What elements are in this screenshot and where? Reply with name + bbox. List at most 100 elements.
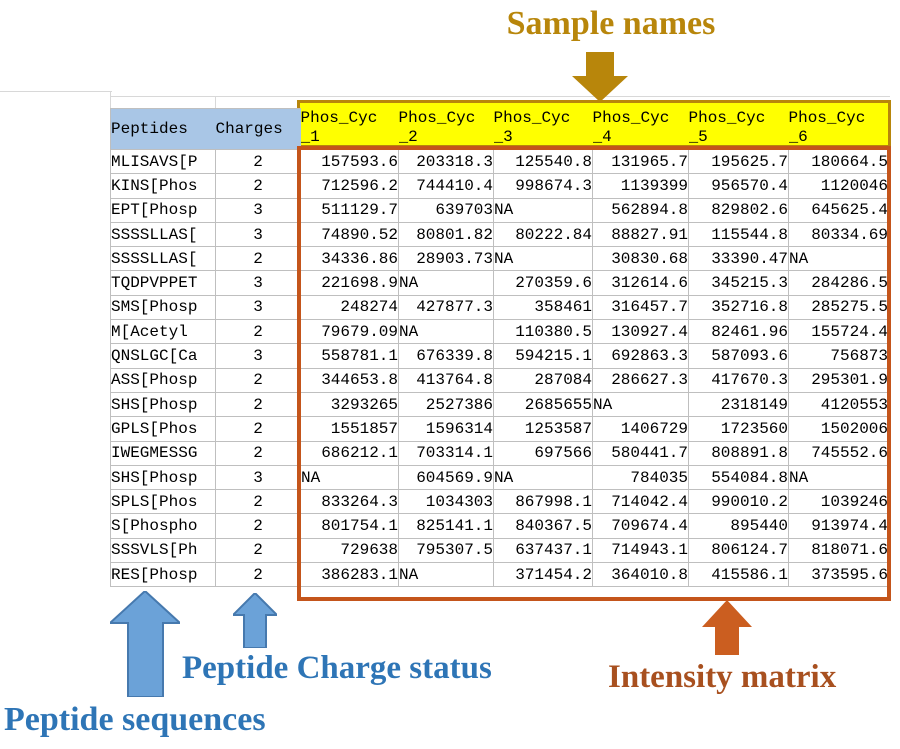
intensity-cell[interactable]: NA	[493, 197, 593, 223]
intensity-cell[interactable]: 744410.4	[398, 173, 494, 199]
intensity-cell[interactable]: 415586.1	[688, 562, 789, 588]
peptide-cell[interactable]: MLISAVS[P	[110, 148, 216, 175]
intensity-cell[interactable]: 676339.8	[398, 343, 494, 369]
intensity-cell[interactable]: 745552.6	[788, 440, 889, 466]
intensity-cell[interactable]: 801754.1	[300, 513, 399, 539]
peptide-cell[interactable]: RES[Phosp	[110, 562, 216, 588]
intensity-cell[interactable]: 352716.8	[688, 294, 789, 321]
peptide-cell[interactable]: GPLS[Phos	[110, 416, 216, 442]
sample-column-header[interactable]: Phos_Cyc_1	[300, 108, 378, 146]
intensity-cell[interactable]: 413764.8	[398, 367, 494, 393]
intensity-cell[interactable]: 818071.6	[788, 537, 889, 564]
peptides-column-header[interactable]: Peptides	[110, 108, 216, 150]
intensity-cell[interactable]: 131965.7	[592, 148, 689, 175]
intensity-cell[interactable]: 697566	[493, 440, 593, 466]
sample-column-header[interactable]: Phos_Cyc_6	[788, 108, 866, 146]
intensity-cell[interactable]: 427877.3	[398, 294, 494, 321]
intensity-cell[interactable]: 729638	[300, 537, 399, 564]
intensity-cell[interactable]: 990010.2	[688, 489, 789, 515]
intensity-cell[interactable]: 371454.2	[493, 562, 593, 588]
intensity-cell[interactable]: 1034303	[398, 489, 494, 515]
charge-cell[interactable]: 2	[215, 148, 301, 175]
intensity-cell[interactable]: 364010.8	[592, 562, 689, 588]
intensity-cell[interactable]: 784035	[592, 464, 689, 491]
charge-cell[interactable]: 3	[215, 294, 301, 321]
intensity-cell[interactable]: 203318.3	[398, 148, 494, 175]
intensity-cell[interactable]: 285275.5	[788, 294, 889, 321]
intensity-cell[interactable]: 28903.73	[398, 246, 494, 272]
intensity-cell[interactable]: 34336.86	[300, 246, 399, 272]
intensity-cell[interactable]: 286627.3	[592, 367, 689, 393]
peptide-cell[interactable]: S[Phospho	[110, 513, 216, 539]
intensity-cell[interactable]: 604569.9	[398, 464, 494, 491]
charge-cell[interactable]: 2	[215, 513, 301, 539]
intensity-cell[interactable]: 840367.5	[493, 513, 593, 539]
charge-cell[interactable]: 2	[215, 537, 301, 564]
intensity-cell[interactable]: 80801.82	[398, 221, 494, 248]
intensity-cell[interactable]: 1139399	[592, 173, 689, 199]
charge-cell[interactable]: 3	[215, 197, 301, 223]
intensity-cell[interactable]: 345215.3	[688, 270, 789, 296]
intensity-cell[interactable]: 180664.5	[788, 148, 889, 175]
charge-cell[interactable]: 2	[215, 489, 301, 515]
peptide-cell[interactable]: SSSSLLAS[	[110, 246, 216, 272]
charge-cell[interactable]: 2	[215, 440, 301, 466]
charge-cell[interactable]: 2	[215, 367, 301, 393]
intensity-cell[interactable]: 417670.3	[688, 367, 789, 393]
intensity-cell[interactable]: 692863.3	[592, 343, 689, 369]
intensity-cell[interactable]: 195625.7	[688, 148, 789, 175]
intensity-cell[interactable]: 714943.1	[592, 537, 689, 564]
intensity-cell[interactable]: 867998.1	[493, 489, 593, 515]
intensity-cell[interactable]: 79679.09	[300, 319, 399, 345]
intensity-cell[interactable]: 115544.8	[688, 221, 789, 248]
peptide-cell[interactable]: TQDPVPPET	[110, 270, 216, 296]
intensity-cell[interactable]: 795307.5	[398, 537, 494, 564]
intensity-cell[interactable]: 1723560	[688, 416, 789, 442]
intensity-cell[interactable]: 88827.91	[592, 221, 689, 248]
peptide-cell[interactable]: KINS[Phos	[110, 173, 216, 199]
peptide-cell[interactable]: SHS[Phosp	[110, 391, 216, 418]
intensity-cell[interactable]: 639703	[398, 197, 494, 223]
intensity-cell[interactable]: 1253587	[493, 416, 593, 442]
sample-column-header[interactable]: Phos_Cyc_2	[398, 108, 476, 146]
intensity-cell[interactable]: 248274	[300, 294, 399, 321]
intensity-cell[interactable]: NA	[300, 464, 399, 491]
peptide-cell[interactable]: QNSLGC[Ca	[110, 343, 216, 369]
intensity-cell[interactable]: 344653.8	[300, 367, 399, 393]
intensity-cell[interactable]: 316457.7	[592, 294, 689, 321]
intensity-cell[interactable]: NA	[788, 246, 889, 272]
intensity-cell[interactable]: 554084.8	[688, 464, 789, 491]
intensity-cell[interactable]: 511129.7	[300, 197, 399, 223]
intensity-cell[interactable]: 312614.6	[592, 270, 689, 296]
charge-cell[interactable]: 3	[215, 221, 301, 248]
intensity-cell[interactable]: 829802.6	[688, 197, 789, 223]
intensity-cell[interactable]: 645625.4	[788, 197, 889, 223]
peptide-cell[interactable]: EPT[Phosp	[110, 197, 216, 223]
charge-cell[interactable]: 2	[215, 391, 301, 418]
intensity-cell[interactable]: 833264.3	[300, 489, 399, 515]
intensity-cell[interactable]: NA	[398, 562, 494, 588]
intensity-cell[interactable]: 80334.69	[788, 221, 889, 248]
intensity-cell[interactable]: 587093.6	[688, 343, 789, 369]
intensity-cell[interactable]: 808891.8	[688, 440, 789, 466]
intensity-cell[interactable]: 74890.52	[300, 221, 399, 248]
charge-cell[interactable]: 3	[215, 270, 301, 296]
intensity-cell[interactable]: 895440	[688, 513, 789, 539]
intensity-cell[interactable]: 2318149	[688, 391, 789, 418]
intensity-cell[interactable]: NA	[592, 391, 689, 418]
intensity-cell[interactable]: 358461	[493, 294, 593, 321]
charge-cell[interactable]: 2	[215, 416, 301, 442]
charge-cell[interactable]: 2	[215, 562, 301, 588]
intensity-cell[interactable]: 825141.1	[398, 513, 494, 539]
peptide-cell[interactable]: SHS[Phosp	[110, 464, 216, 491]
intensity-cell[interactable]: 287084	[493, 367, 593, 393]
intensity-cell[interactable]: 956570.4	[688, 173, 789, 199]
intensity-cell[interactable]: 373595.6	[788, 562, 889, 588]
intensity-cell[interactable]: 1406729	[592, 416, 689, 442]
intensity-cell[interactable]: 82461.96	[688, 319, 789, 345]
peptide-cell[interactable]: SMS[Phosp	[110, 294, 216, 321]
intensity-cell[interactable]: 562894.8	[592, 197, 689, 223]
intensity-cell[interactable]: 125540.8	[493, 148, 593, 175]
charge-cell[interactable]: 2	[215, 173, 301, 199]
intensity-cell[interactable]: 1120046	[788, 173, 889, 199]
